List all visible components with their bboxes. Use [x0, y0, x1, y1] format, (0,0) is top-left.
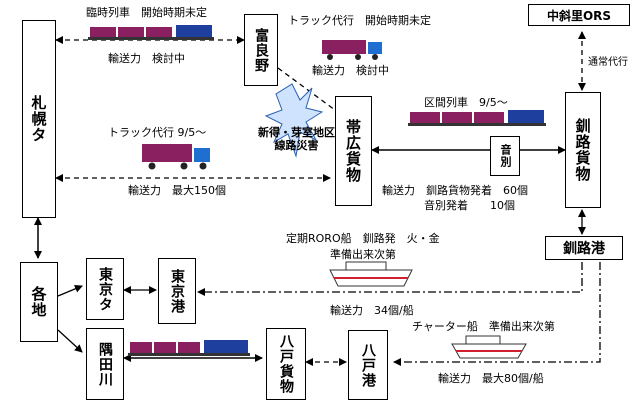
node-onbetsu: 音別: [490, 136, 520, 176]
truck1-capacity: 輸送力 検討中: [312, 64, 389, 77]
node-sumidagawa: 隅田川: [86, 328, 124, 400]
node-nakashari-label: 中斜里ORS: [546, 8, 612, 23]
node-sapporo: 札幌タ: [22, 20, 56, 218]
roro-title: 定期RORO船 釧路発 火・金: [286, 232, 440, 245]
node-sumidagawa-label: 隅田川: [97, 341, 113, 387]
node-kushiro-port-label: 釧路港: [563, 241, 605, 257]
node-kushiro-port: 釧路港: [545, 236, 623, 260]
node-kakuchi: 各地: [20, 262, 58, 342]
node-tokyo-ta: 東京タ: [86, 258, 124, 320]
kushiro-capacity: 輸送力 釧路貨物発着 60個: [382, 184, 528, 197]
node-kakuchi-label: 各地: [29, 286, 48, 318]
node-furano: 富良野: [244, 14, 278, 86]
charter-ship-icon: [451, 335, 527, 359]
node-tokyo-port-label: 東京港: [169, 268, 185, 314]
sumida-train-icon: [128, 340, 250, 356]
roro-ready: 準備出来次第: [330, 248, 396, 261]
disaster-label: 新得・芽室地区 線路災害: [258, 126, 335, 152]
truck2-capacity: 輸送力 最大150個: [128, 184, 226, 197]
kukan-title: 区間列車 9/5～: [424, 96, 508, 109]
truck2-title: トラック代行 9/5～: [108, 126, 207, 139]
onbetsu-capacity: 音別発着 10個: [424, 199, 515, 212]
node-kushiro-freight: 釧路貨物: [565, 92, 601, 208]
rinji-train-icon: [88, 25, 214, 40]
charter-line: [393, 262, 601, 366]
node-obihiro: 帯広貨物: [335, 96, 372, 206]
node-nakashari: 中斜里ORS: [528, 4, 630, 26]
node-hachinohe-freight: 八戸貨物: [266, 328, 306, 400]
furano-obihiro-line: [277, 67, 336, 111]
charter-title: チャーター船 準備出来次第: [412, 320, 555, 333]
node-tokyo-port: 東京港: [158, 258, 196, 324]
rinji-title: 臨時列車 開始時期未定: [86, 6, 207, 19]
kakuchi-tokyo-line: [57, 285, 83, 297]
truck1-icon: [322, 40, 382, 60]
truck1-title: トラック代行 開始時期未定: [288, 14, 431, 27]
rinji-capacity: 輸送力 検討中: [108, 52, 185, 65]
roro-ship-icon: [329, 261, 413, 287]
node-furano-label: 富良野: [253, 27, 269, 73]
node-sapporo-label: 札幌タ: [29, 95, 48, 143]
kukan-train-icon: [408, 110, 546, 126]
node-hachinohe-port: 八戸港: [348, 330, 388, 400]
roro-capacity: 輸送力 34個/船: [330, 304, 414, 317]
truck2-icon: [142, 144, 210, 170]
normal-service-label: 通常代行: [588, 57, 628, 68]
node-hachinohe-freight-label: 八戸貨物: [278, 334, 294, 394]
charter-capacity: 輸送力 最大80個/船: [438, 372, 544, 385]
node-hachinohe-port-label: 八戸港: [360, 342, 376, 388]
node-obihiro-label: 帯広貨物: [344, 119, 362, 183]
node-tokyo-ta-label: 東京タ: [97, 266, 113, 312]
kakuchi-sumida-line: [57, 329, 83, 353]
node-kushiro-freight-label: 釧路貨物: [573, 118, 592, 182]
disaster-burst-icon: [264, 83, 324, 158]
node-onbetsu-label: 音別: [499, 144, 512, 168]
